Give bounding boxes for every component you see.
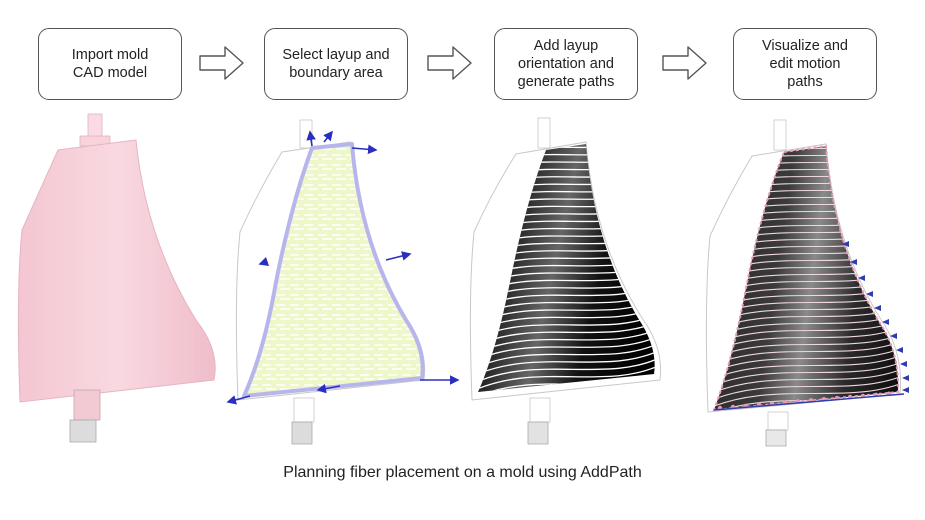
edit-motion-paths-model bbox=[705, 119, 909, 447]
fiber-path-line bbox=[714, 350, 899, 384]
edit-marker-icon bbox=[858, 275, 865, 281]
fiber-path-line bbox=[478, 354, 655, 388]
diagram-caption: Planning fiber placement on a mold using… bbox=[283, 464, 642, 481]
step-select-line-2: boundary area bbox=[289, 65, 383, 81]
fiber-path-line bbox=[478, 339, 655, 373]
edit-marker-icon bbox=[842, 241, 849, 247]
fiber-path-line bbox=[714, 378, 899, 410]
step-import-box: Import mold CAD model bbox=[38, 28, 182, 100]
fiber-path-line bbox=[714, 343, 899, 377]
step-import-line-1: Import mold bbox=[71, 47, 149, 63]
edit-marker-icon bbox=[902, 387, 909, 393]
fiber-path-line bbox=[714, 357, 899, 391]
edit-marker-icon bbox=[902, 375, 909, 381]
step-orient-line-3: generate paths bbox=[517, 74, 615, 90]
edit-marker-icon bbox=[882, 319, 889, 325]
step-orient-box: Add layup orientation and generate paths bbox=[494, 28, 638, 100]
edit-marker-icon bbox=[890, 333, 897, 339]
step-select-line-1: Select layup and bbox=[282, 47, 390, 63]
fiber-path-line bbox=[478, 361, 655, 392]
edit-marker-icon bbox=[900, 361, 907, 367]
fiber-path-line bbox=[714, 364, 899, 398]
step-import-line-2: CAD model bbox=[72, 65, 148, 81]
arrow-right-icon bbox=[662, 46, 707, 80]
fiber-path-line bbox=[478, 346, 655, 380]
edit-marker-icon bbox=[896, 347, 903, 353]
fiber-path-line bbox=[478, 332, 655, 366]
step-orient-line-2: orientation and bbox=[518, 56, 614, 72]
boundary-area-model bbox=[226, 119, 460, 445]
step-visualize-line-1: Visualize and bbox=[762, 38, 848, 54]
mold-cad-model bbox=[17, 113, 216, 443]
step-visualize-line-3: paths bbox=[787, 74, 823, 90]
step-visualize-box: Visualize and edit motion paths bbox=[733, 28, 877, 100]
generated-paths-model bbox=[469, 117, 662, 445]
arrow-right-icon bbox=[199, 46, 244, 80]
step-visualize-line-2: edit motion bbox=[769, 56, 841, 72]
edit-marker-icon bbox=[850, 259, 857, 265]
step-select-box: Select layup and boundary area bbox=[264, 28, 408, 100]
step-orient-line-1: Add layup bbox=[533, 38, 599, 54]
edit-marker-icon bbox=[874, 305, 881, 311]
edit-marker-icon bbox=[866, 291, 873, 297]
fiber-path-line bbox=[714, 371, 899, 405]
arrow-right-icon bbox=[427, 46, 472, 80]
